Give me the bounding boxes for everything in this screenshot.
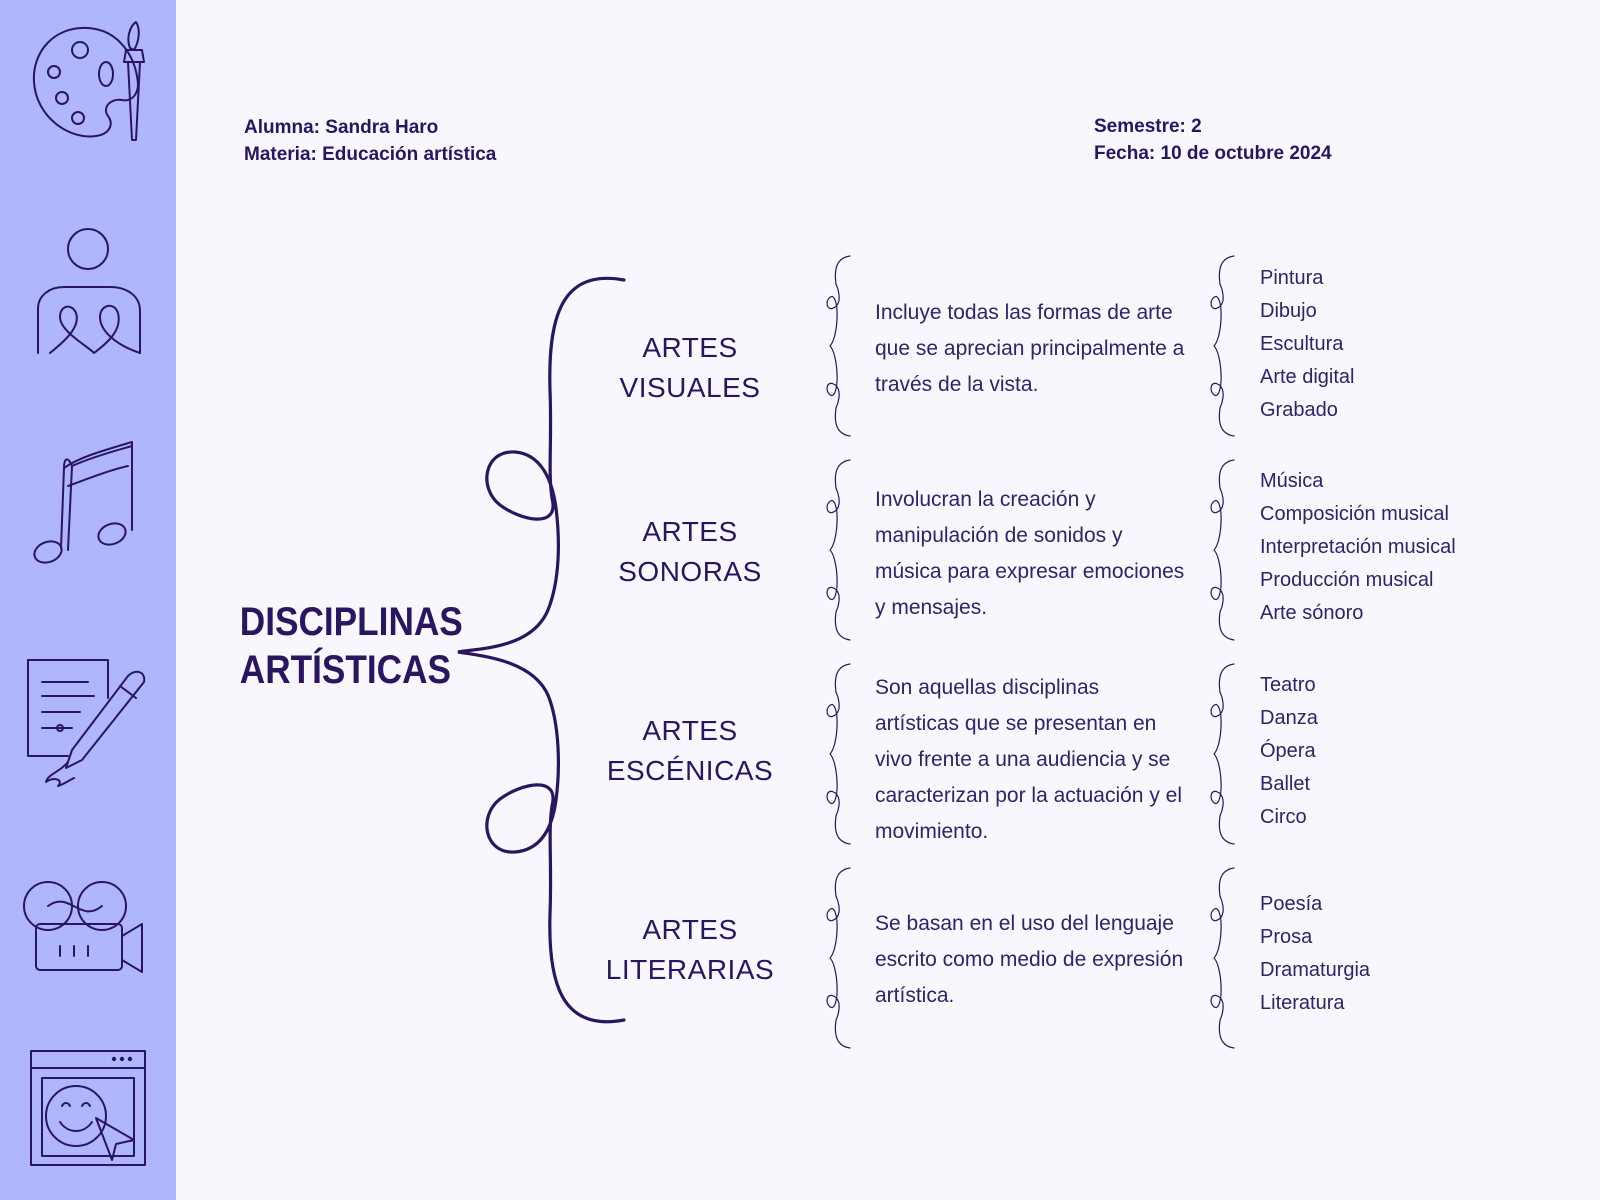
subject-name: Materia: Educación artística: [244, 144, 497, 165]
header-right: Semestre: 2 Fecha: 10 de octubre 2024: [1094, 113, 1332, 167]
main-title: DISCIPLINAS ARTÍSTICAS: [239, 598, 463, 694]
document-pen-icon: [27, 659, 146, 787]
music-note-icon: [33, 441, 133, 564]
small-brace: [826, 459, 851, 641]
list-item: Teatro: [1260, 674, 1316, 696]
category-items-visuales: Pintura Dibujo Escultura Arte digital Gr…: [1260, 262, 1355, 427]
main-title-line2: ARTÍSTICAS: [239, 648, 451, 692]
category-description-escenicas: Son aquellas disciplinas artísticas que …: [875, 676, 1182, 843]
list-item: Producción musical: [1260, 569, 1434, 591]
small-brace: [826, 663, 851, 845]
browser-smiley-icon: [30, 1050, 146, 1166]
category-description-sonoras: Involucran la creación y manipulación de…: [875, 488, 1185, 619]
small-brace: [1210, 663, 1235, 845]
category-line1: ARTES: [642, 332, 738, 363]
category-description-literarias: Se basan en el uso del lenguaje escrito …: [875, 912, 1184, 1007]
film-camera-icon: [23, 881, 143, 973]
date-label: Fecha: 10 de octubre 2024: [1094, 143, 1332, 164]
list-item: Interpretación musical: [1260, 536, 1456, 558]
category-title-literarias: ARTES LITERARIAS: [580, 910, 800, 990]
list-item: Prosa: [1260, 926, 1313, 948]
small-brace: [1210, 459, 1235, 641]
list-item: Ballet: [1260, 773, 1311, 795]
list-item: Circo: [1260, 806, 1307, 828]
small-brace: [826, 255, 851, 437]
list-item: Arte sónoro: [1260, 602, 1364, 624]
category-line1: ARTES: [642, 715, 738, 746]
small-brace: [1210, 867, 1235, 1049]
category-line1: ARTES: [642, 516, 738, 547]
list-item: Composición musical: [1260, 503, 1449, 525]
list-braces: [1210, 255, 1235, 1049]
list-item: Dramaturgia: [1260, 959, 1371, 981]
category-description-visuales: Incluye todas las formas de arte que se …: [875, 301, 1185, 396]
student-name: Alumna: Sandra Haro: [244, 117, 439, 138]
category-line1: ARTES: [642, 914, 738, 945]
small-brace: [1210, 255, 1235, 437]
small-brace: [826, 867, 851, 1049]
list-item: Danza: [1260, 707, 1318, 729]
list-item: Pintura: [1260, 267, 1324, 289]
list-item: Música: [1260, 470, 1324, 492]
list-item: Arte digital: [1260, 366, 1355, 388]
category-title-sonoras: ARTES SONORAS: [580, 512, 800, 592]
category-line2: SONORAS: [618, 556, 762, 587]
semester-label: Semestre: 2: [1094, 116, 1202, 137]
category-items-escenicas: Teatro Danza Ópera Ballet Circo: [1260, 669, 1318, 834]
main-title-line1: DISCIPLINAS: [239, 600, 463, 644]
category-items-literarias: Poesía Prosa Dramaturgia Literatura: [1260, 888, 1370, 1020]
palette-icon: [32, 21, 145, 141]
sidebar: [0, 0, 176, 1200]
header-left: Alumna: Sandra Haro Materia: Educación a…: [244, 114, 496, 168]
list-item: Escultura: [1260, 333, 1344, 355]
category-line2: ESCÉNICAS: [606, 755, 774, 786]
list-item: Ópera: [1260, 740, 1316, 762]
category-title-visuales: ARTES VISUALES: [580, 328, 800, 408]
category-line2: LITERARIAS: [605, 954, 775, 985]
category-title-escenicas: ARTES ESCÉNICAS: [580, 711, 800, 791]
list-item: Poesía: [1260, 893, 1323, 915]
main-brace: [457, 276, 626, 1024]
category-line2: VISUALES: [619, 372, 761, 403]
description-braces: [826, 255, 851, 1049]
person-heart-icon: [37, 228, 141, 354]
list-item: Dibujo: [1260, 300, 1317, 322]
list-item: Grabado: [1260, 399, 1338, 421]
category-items-sonoras: Música Composición musical Interpretació…: [1260, 465, 1456, 630]
list-item: Literatura: [1260, 992, 1345, 1014]
